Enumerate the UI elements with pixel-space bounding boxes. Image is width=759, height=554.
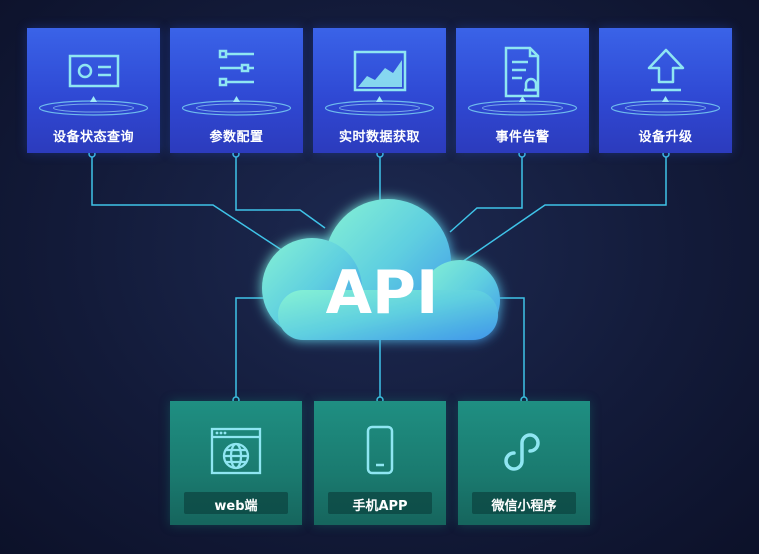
top-card-parameter-config[interactable]: 参数配置 (170, 28, 303, 153)
top-card-label: 设备状态查询 (52, 130, 134, 145)
pedestal-ring (324, 96, 435, 116)
top-card-label: 事件告警 (495, 130, 550, 145)
alert-document-icon (504, 46, 540, 98)
cloud-icon (262, 199, 500, 340)
bottom-card-web[interactable]: web端 (170, 401, 302, 525)
top-card-device-status[interactable]: 设备状态查询 (27, 28, 160, 153)
pedestal-ring (181, 96, 292, 116)
top-card-label: 设备升级 (638, 130, 693, 145)
bottom-card-label: 手机APP (352, 499, 408, 514)
bottom-card-label: 微信小程序 (491, 499, 557, 514)
connector-top-4 (449, 153, 523, 233)
top-card-realtime-data[interactable]: 实时数据获取 (313, 28, 446, 153)
connector-top-5 (461, 153, 667, 263)
pedestal-ring (38, 96, 149, 116)
bottom-card-label: web端 (214, 499, 258, 514)
api-label: API (326, 258, 439, 328)
connector-top-1 (91, 153, 301, 263)
top-card-label: 参数配置 (209, 130, 264, 145)
pedestal-ring (467, 96, 578, 116)
label-pill (328, 492, 432, 514)
top-card-event-alarm[interactable]: 事件告警 (456, 28, 589, 153)
id-card-icon (68, 54, 120, 88)
mobile-phone-icon (366, 425, 394, 475)
bottom-card-mobile-app[interactable]: 手机APP (314, 401, 446, 525)
top-card-device-upgrade[interactable]: 设备升级 (599, 28, 732, 153)
upload-arrow-icon (647, 48, 685, 92)
sliders-icon (218, 49, 254, 87)
pedestal-ring (610, 96, 721, 116)
top-card-label: 实时数据获取 (338, 130, 420, 145)
label-pill (184, 492, 288, 514)
globe-browser-icon (210, 427, 262, 475)
mini-program-icon (504, 433, 540, 471)
label-pill (472, 492, 576, 514)
connector-top-2 (235, 153, 326, 229)
bottom-card-mini-program[interactable]: 微信小程序 (458, 401, 590, 525)
area-chart-icon (353, 50, 407, 92)
